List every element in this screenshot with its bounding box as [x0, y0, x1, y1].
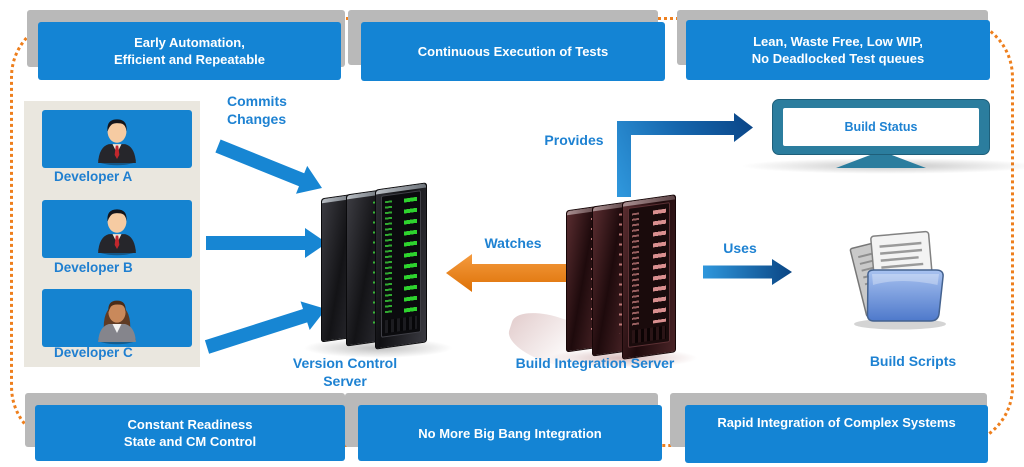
banner-text-line: Early Automation, [134, 35, 245, 50]
developer-b-label: Developer B [54, 260, 133, 275]
commits-changes-label: Commits Changes [227, 92, 287, 128]
developer-a-box [42, 110, 192, 168]
businessman-avatar-icon [98, 119, 136, 166]
banner-text-line: Constant Readiness [127, 417, 253, 432]
developer-b-box [42, 200, 192, 258]
banner-text-line: Continuous Execution of Tests [417, 44, 609, 59]
developer-c-box [42, 289, 192, 347]
banner-text-line: Lean, Waste Free, Low WIP, [753, 34, 923, 49]
banner-constant-readiness: Constant Readiness State and CM Control [35, 405, 345, 461]
banner-text-line: State and CM Control [123, 434, 257, 449]
provides-label: Provides [544, 132, 604, 148]
banner-text-line: Efficient and Repeatable [114, 52, 265, 67]
build-scripts-label: Build Scripts [869, 353, 957, 369]
businessman-avatar-icon [98, 209, 136, 256]
build-integration-server-label: Build Integration Server [515, 355, 675, 371]
watches-label: Watches [484, 235, 542, 251]
build-status-label: Build Status [844, 120, 918, 134]
banner-text-line: Rapid Integration of Complex Systems [717, 415, 956, 430]
server-tower [375, 182, 427, 350]
uses-label: Uses [723, 240, 757, 256]
build-integration-server-icon [503, 194, 698, 382]
banner-rapid-integration: Rapid Integration of Complex Systems [685, 405, 988, 463]
build-scripts-folder-icon [849, 230, 946, 330]
commits-label-line: Commits [227, 93, 287, 109]
version-control-server-icon [303, 182, 453, 358]
developer-a-label: Developer A [54, 169, 133, 184]
businesswoman-avatar-icon [98, 300, 136, 345]
server-tower [622, 194, 676, 360]
banner-text-line: No More Big Bang Integration [418, 425, 602, 441]
commits-label-line: Changes [227, 111, 287, 127]
banner-lean-waste-free: Lean, Waste Free, Low WIP, No Deadlocked… [686, 20, 990, 80]
banner-text-line: No Deadlocked Test queues [751, 51, 925, 66]
banner-continuous-tests: Continuous Execution of Tests [361, 22, 665, 81]
version-control-server-label: Version Control Server [292, 355, 398, 389]
banner-no-big-bang: No More Big Bang Integration [358, 405, 662, 461]
banner-early-automation: Early Automation, Efficient and Repeatab… [38, 22, 341, 80]
build-status-monitor-icon: Build Status [772, 99, 990, 155]
developer-c-label: Developer C [54, 345, 133, 360]
build-status-screen: Build Status [783, 108, 979, 146]
